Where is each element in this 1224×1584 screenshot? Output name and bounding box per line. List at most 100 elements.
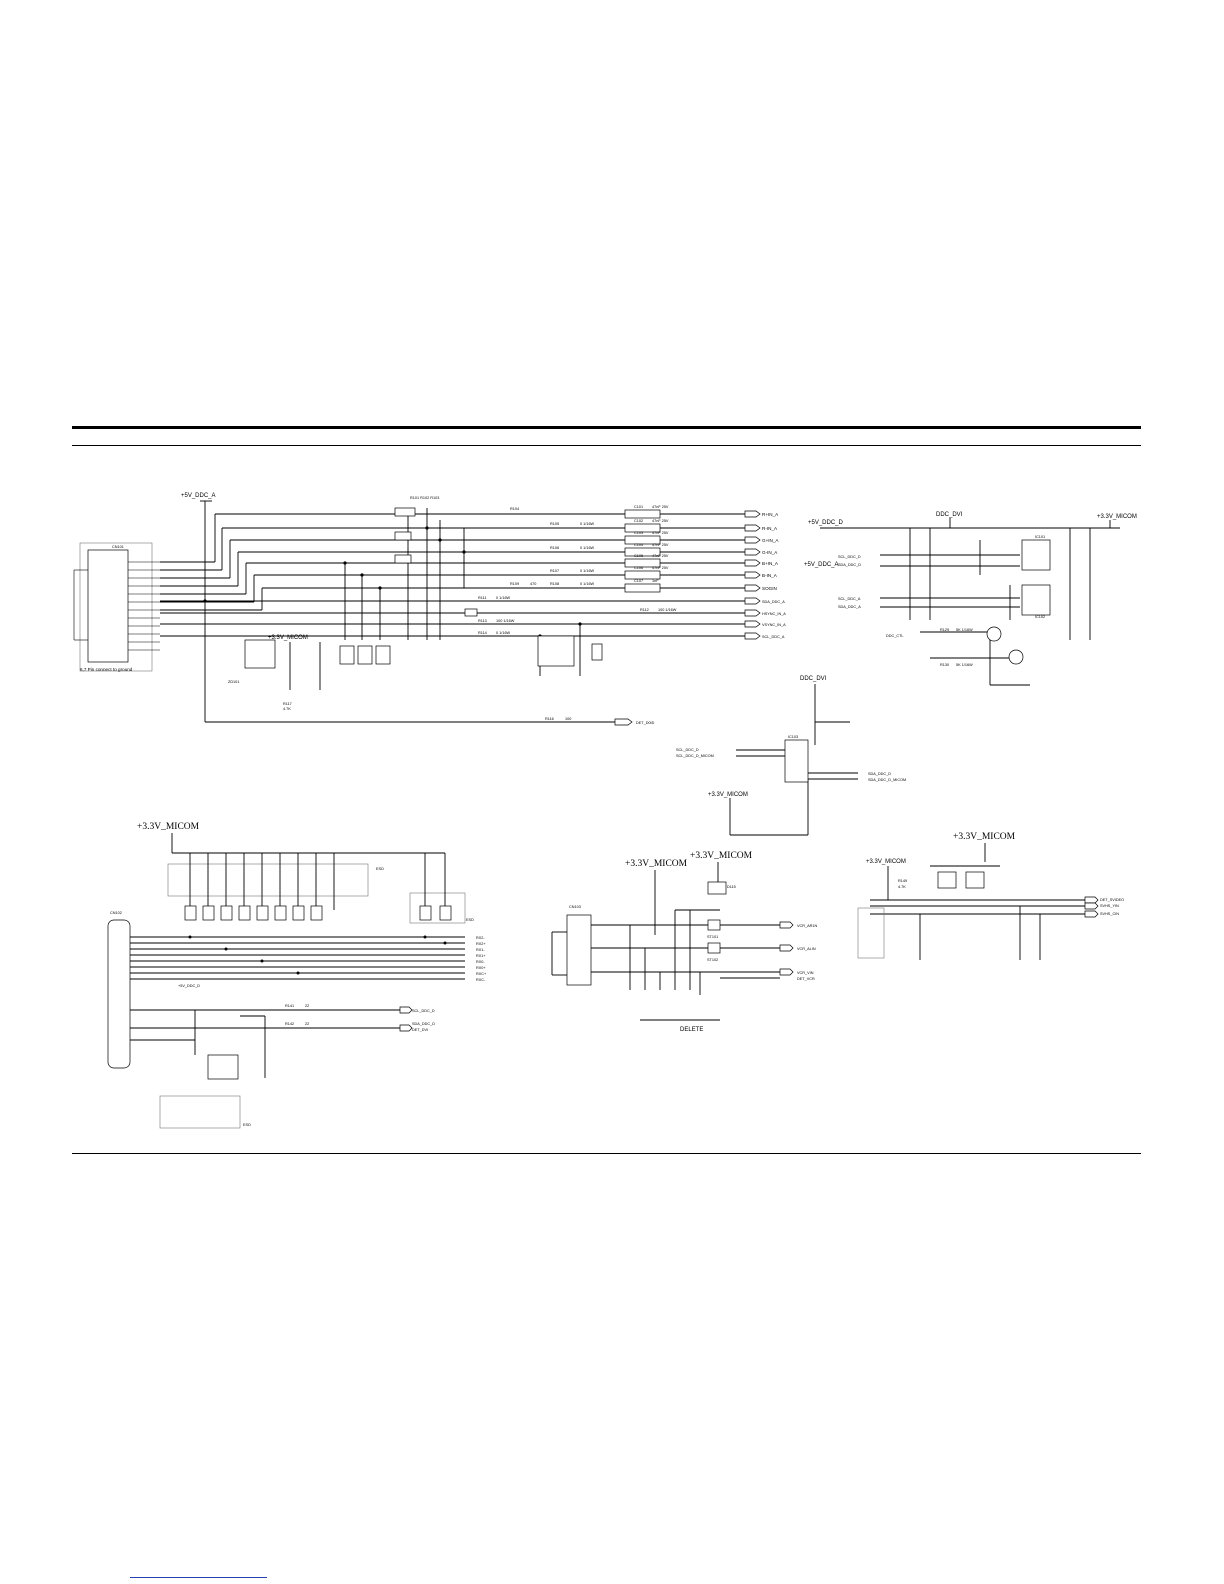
esd-diode-8	[310, 905, 323, 921]
net-scl-ddc-a: SCL_DDC_A	[762, 635, 785, 639]
r108-value: 0 1/16W	[580, 582, 595, 586]
resistor-network-r103	[394, 554, 412, 564]
r114-ref: R114	[478, 631, 487, 635]
dvi-net-det-dvi: DET_DVI	[412, 1028, 428, 1032]
r141-value: 22	[305, 1004, 309, 1008]
cap-c103	[624, 535, 661, 545]
footer-rule	[72, 1153, 1141, 1154]
net-label-ddc-dvi-top: DDC_DVI	[936, 512, 963, 518]
cap-c104	[624, 547, 661, 557]
ic102-eeprom	[1021, 584, 1051, 616]
port-vcr-ar1n	[779, 921, 794, 929]
r106-value: 0 1/16W	[580, 546, 595, 550]
port-r-plus	[744, 510, 761, 518]
net-label-5v-ddc-d: +5V_DDC_D	[808, 520, 844, 526]
c105-ref: C105	[634, 554, 643, 558]
r109-ref: R109	[510, 582, 519, 586]
c106-value: 47nF 25V	[652, 566, 669, 570]
net-g-plus-in-a: G+IN_A	[762, 538, 779, 543]
ic101-label: IC101	[1035, 535, 1045, 539]
ground-note: 6,7 Pin connect to ground	[80, 667, 133, 672]
st101-label: ST101	[707, 935, 718, 939]
r142-value: 22	[305, 1022, 309, 1026]
av-input-section: +3.3V_MICOM +3.3V_MICOM D115 CN103 ST101	[551, 851, 818, 1033]
dvi-out-rx1-plus: RX1+	[476, 954, 486, 958]
esd-diode-4	[238, 905, 251, 921]
c103-value: 47nF 25V	[652, 531, 669, 535]
footer-link-underline	[130, 1577, 267, 1578]
r130-value: 5K 1/16W	[956, 663, 973, 667]
r113-value: 100 1/16W	[496, 619, 515, 623]
diode-d116	[937, 871, 957, 889]
av-out-vcr-vin: VCR_VIN	[797, 971, 814, 975]
cap-c105	[624, 558, 661, 568]
det-d0id-value: 100	[565, 717, 571, 721]
dvi-net-sda-ddc-d: SDA_DDC_D	[412, 1022, 435, 1026]
net-label-3v3-micom-sv-1: +3.3V_MICOM	[953, 832, 1016, 842]
c106-ref: C106	[634, 566, 643, 570]
delete-note: DELETE	[680, 1027, 703, 1033]
esd-label-3: ESD	[243, 1123, 251, 1127]
d115-label: D115	[727, 885, 736, 889]
net-b-minus-in-a: B-IN_A	[762, 573, 778, 578]
port-sogin	[744, 584, 761, 592]
c104-value: 47nF 25V	[652, 543, 669, 547]
r129-value: 5K 1/16W	[956, 628, 973, 632]
c101-value: 47nF 25V	[652, 505, 669, 509]
r113-ref: R113	[478, 619, 487, 623]
transistor-q102	[1008, 649, 1024, 665]
net-g-minus-in-a: G-IN_A	[762, 550, 778, 555]
ic103-label: IC103	[788, 735, 798, 739]
r101-r103-header: R101 R102 R103	[410, 496, 439, 500]
resistor-network-r102	[394, 531, 412, 541]
net-vsync-in-a: VSYNC_IN_A	[762, 623, 786, 627]
dvi-out-rx2-plus: RX2+	[476, 942, 486, 946]
det-d0id-port	[614, 718, 633, 726]
diode-d103	[375, 645, 391, 665]
esd-array-group	[167, 863, 369, 897]
ddc-eeprom-section: +5V_DDC_D DDC_DVI +3.3V_MICOM +5V_DDC_A	[804, 512, 1137, 686]
port-b-plus	[744, 559, 761, 567]
ddc-right-in-scl-d: SCL_DDC_D	[838, 555, 861, 559]
ddc-mux-section: DDC_DVI IC103 SCL_DDC_D SCL_DDC_D_MICOM …	[676, 676, 906, 836]
port-svhs-cin	[1084, 910, 1099, 918]
r104-label: R104	[510, 507, 519, 511]
port-vcr-alin	[779, 944, 794, 952]
av-out-vcr-ar1n: VCR_AR1N	[797, 924, 818, 928]
det-d0id-ref: R116	[545, 717, 554, 721]
r111-value: 0 1/16W	[496, 596, 511, 600]
sync-filter-block	[537, 635, 575, 667]
r117-value: 4.7K	[283, 707, 291, 711]
cap-c106	[624, 570, 661, 580]
esd-diode-7	[292, 905, 305, 921]
c103-ref: C103	[634, 531, 643, 535]
esd-diode-2	[202, 905, 215, 921]
r107-ref: R107	[550, 569, 559, 573]
esd-group-3	[159, 1095, 241, 1129]
resistor-network-r101	[394, 507, 416, 517]
diode-d101	[339, 645, 355, 665]
port-scl-ddc-d	[399, 1006, 413, 1014]
net-r-plus-in-a: R+IN_A	[762, 512, 779, 517]
r107-value: 0 1/16W	[580, 569, 595, 573]
dvi-input-section: +3.3V_MICOM ESD ESD CN1	[107, 822, 487, 1129]
dvi-out-rx0-plus: RX0+	[476, 966, 486, 970]
switch-st102	[707, 942, 721, 954]
c101-ref: C101	[634, 505, 643, 509]
dvi-out-rx1-minus: RX1-	[476, 948, 485, 952]
esd-diode-1	[184, 905, 197, 921]
cn103-label: CN103	[569, 905, 581, 909]
ddc-ctl-net: DDC_CTL	[886, 634, 904, 638]
cap-c102	[624, 523, 661, 533]
r112-value: 100 1/16W	[658, 608, 677, 612]
sv-out-det-svideo: DET_SVIDEO	[1100, 898, 1124, 902]
ddc-mid-out-sda-d: SDA_DDC_D	[868, 772, 891, 776]
cn103-rca-jack	[566, 914, 592, 986]
net-label-3v3-micom-dvi: +3.3V_MICOM	[137, 822, 200, 832]
cn101-label: CN101	[112, 545, 124, 549]
net-label-3v3-micom-mux: +3.3V_MICOM	[708, 792, 748, 798]
r130-ref: R130	[940, 663, 949, 667]
ferrite-bead	[464, 608, 478, 617]
net-label-ddc-dvi-mid: DDC_DVI	[800, 676, 827, 682]
c102-value: 47nF 25V	[652, 519, 669, 523]
